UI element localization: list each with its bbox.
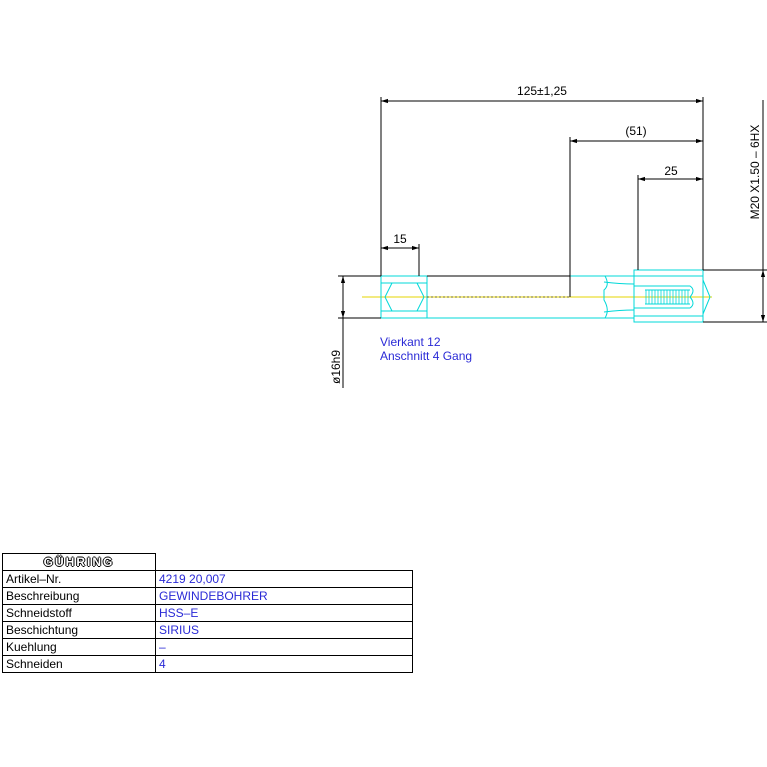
row-label: Beschreibung bbox=[2, 587, 156, 605]
dim-overall-length: 125±1,25 bbox=[517, 84, 567, 98]
row-label: Artikel–Nr. bbox=[2, 570, 156, 588]
row-value: SIRIUS bbox=[155, 621, 413, 639]
row-value: – bbox=[155, 638, 413, 656]
note-chamfer: Anschnitt 4 Gang bbox=[380, 349, 472, 363]
row-label: Schneiden bbox=[2, 655, 156, 673]
table-row: Beschichtung SIRIUS bbox=[2, 621, 413, 639]
info-table: GÜHRING Artikel–Nr. 4219 20,007 Beschrei… bbox=[2, 553, 413, 673]
dim-thread-length: 25 bbox=[664, 164, 678, 178]
reference-lines bbox=[427, 275, 571, 298]
note-square: Vierkant 12 bbox=[380, 335, 441, 349]
table-row: Beschreibung GEWINDEBOHRER bbox=[2, 587, 413, 605]
dim-thread-size: M20 X1.50 – 6HX bbox=[748, 125, 762, 220]
row-value: 4219 20,007 bbox=[155, 570, 413, 588]
dim-square-length: 15 bbox=[393, 232, 407, 246]
row-label: Schneidstoff bbox=[2, 604, 156, 622]
dim-shank-length: (51) bbox=[625, 124, 646, 138]
dimension-lines bbox=[340, 98, 766, 388]
table-row: Schneiden 4 bbox=[2, 655, 413, 673]
dim-shank-diameter: ø16h9 bbox=[329, 350, 343, 384]
row-label: Beschichtung bbox=[2, 621, 156, 639]
table-row: Schneidstoff HSS–E bbox=[2, 604, 413, 622]
row-value: 4 bbox=[155, 655, 413, 673]
table-row: Artikel–Nr. 4219 20,007 bbox=[2, 570, 413, 588]
row-value: HSS–E bbox=[155, 604, 413, 622]
brand-logo: GÜHRING bbox=[2, 553, 156, 571]
table-row: Kuehlung – bbox=[2, 638, 413, 656]
table-brand-row: GÜHRING bbox=[2, 553, 413, 571]
table-blank-cell bbox=[155, 553, 413, 571]
thread-hatching bbox=[645, 290, 689, 304]
row-value: GEWINDEBOHRER bbox=[155, 587, 413, 605]
row-label: Kuehlung bbox=[2, 638, 156, 656]
